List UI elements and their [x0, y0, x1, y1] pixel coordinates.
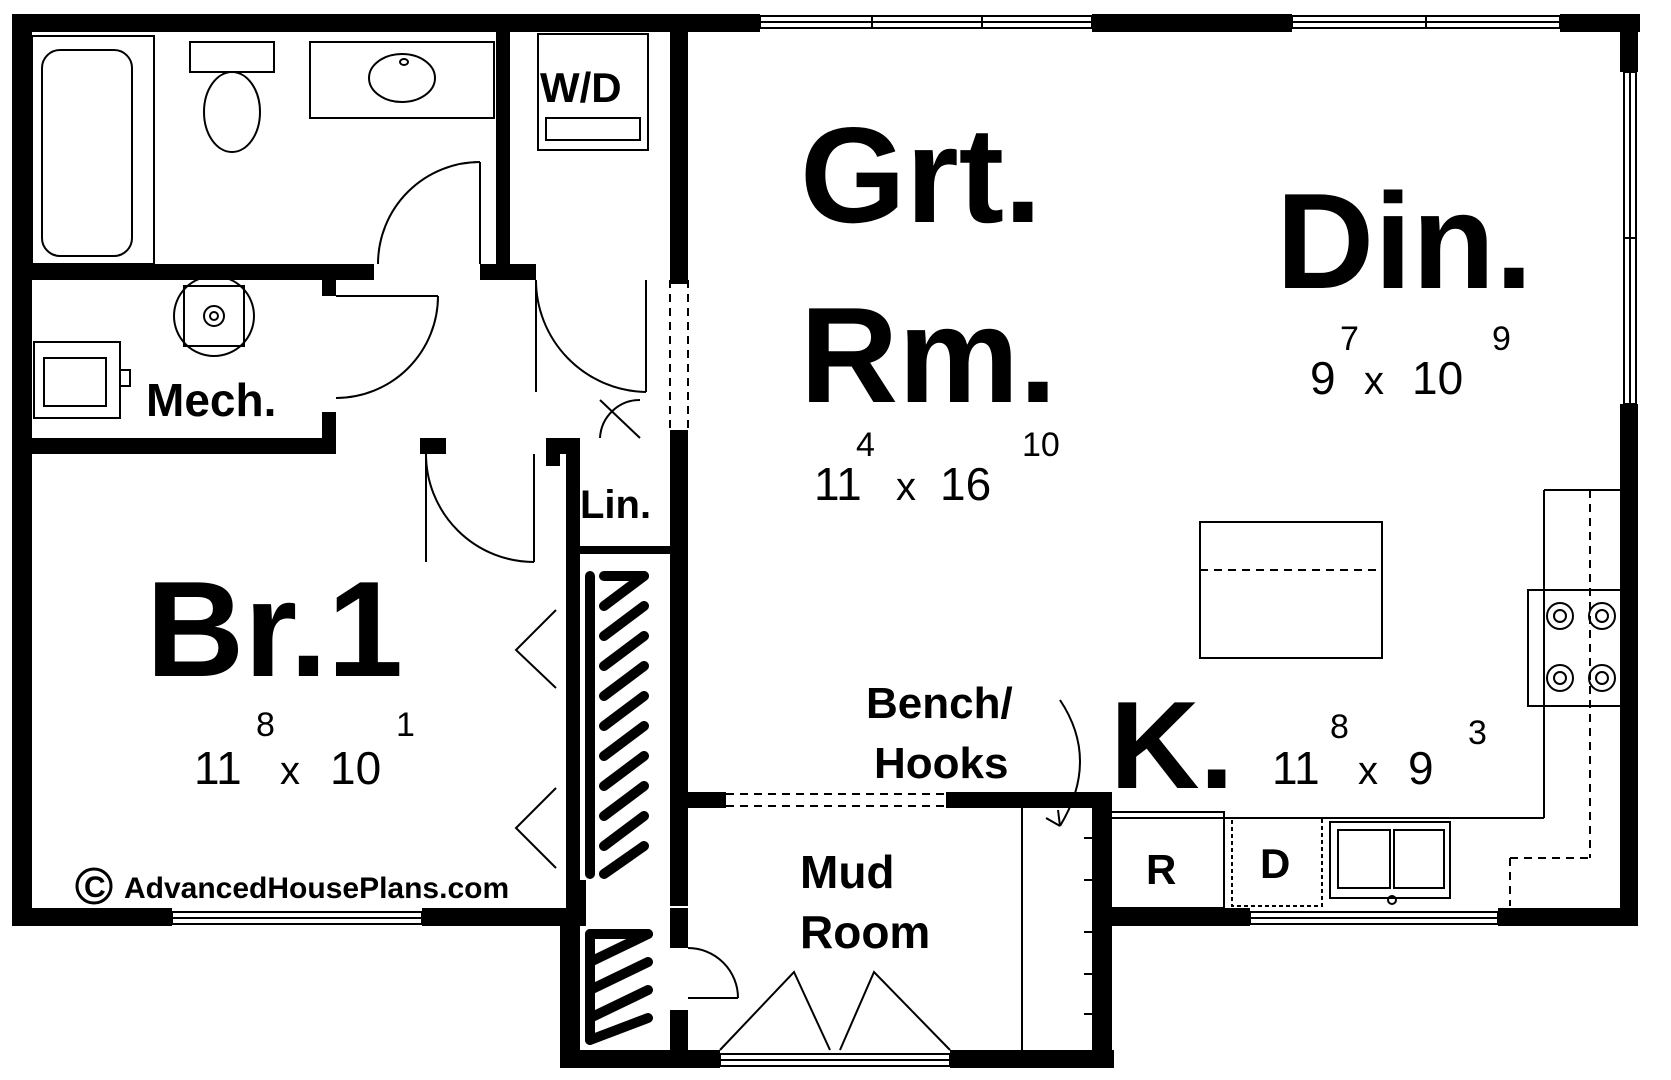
- mudroom-label-line2: Room: [800, 906, 930, 958]
- dining-length-ft: 10: [1412, 352, 1463, 404]
- copyright-symbol: C: [84, 871, 106, 904]
- bench-hooks-label-line1: Bench/: [866, 679, 1013, 728]
- bedroom-length-ft: 10: [330, 742, 381, 794]
- copyright-circle: [75, 867, 113, 905]
- mechanical-label: Mech.: [146, 374, 276, 426]
- great-room-sep: x: [896, 465, 916, 509]
- labels: Grt. Rm. 11 4 x 16 10 Din. 9 7 x 10 9 Br…: [146, 64, 1533, 958]
- mudroom-label-line1: Mud: [800, 846, 895, 898]
- great-room-width-in: 4: [856, 426, 875, 464]
- bedroom-width-in: 8: [256, 706, 275, 744]
- dishwasher-label: D: [1260, 840, 1290, 887]
- kitchen-length-in: 3: [1468, 714, 1487, 752]
- kitchen-sep: x: [1358, 749, 1378, 793]
- great-room-length-ft: 16: [940, 458, 991, 510]
- bedroom-width-ft: 11: [194, 742, 242, 794]
- dining-width-ft: 9: [1310, 352, 1336, 404]
- mechanical-equipment: [33, 275, 255, 419]
- dining-length-in: 9: [1492, 320, 1511, 358]
- windows: [171, 15, 1637, 1067]
- dining-sep: x: [1364, 359, 1384, 403]
- bedroom-length-in: 1: [396, 706, 415, 744]
- kitchen-width-ft: 11: [1272, 742, 1320, 794]
- bedroom-label: Br.1: [146, 553, 403, 705]
- door-swings: [335, 161, 1081, 1051]
- great-room-label-line2: Rm.: [800, 279, 1057, 431]
- kitchen-fixtures: [1021, 489, 1634, 1050]
- great-room-label-line1: Grt.: [800, 99, 1042, 251]
- dining-width-in: 7: [1340, 320, 1359, 358]
- dining-label: Din.: [1276, 165, 1533, 317]
- refrigerator-label: R: [1146, 846, 1176, 893]
- great-room-length-in: 10: [1022, 426, 1060, 464]
- linen-label: Lin.: [580, 483, 651, 527]
- exterior-walls: [12, 14, 1640, 1068]
- great-room-width-ft: 11: [814, 458, 862, 510]
- kitchen-label: K.: [1110, 677, 1234, 815]
- bathroom-fixtures: [31, 35, 495, 265]
- washer-dryer: [537, 33, 649, 151]
- bench-hooks-label-line2: Hooks: [874, 739, 1008, 788]
- bedroom-sep: x: [280, 749, 300, 793]
- closet-shelving: [585, 571, 653, 1045]
- copyright-text: AdvancedHousePlans.com: [124, 872, 509, 905]
- kitchen-width-in: 8: [1330, 708, 1349, 746]
- copyright: C AdvancedHousePlans.com: [75, 867, 509, 905]
- laundry-label: W/D: [540, 64, 622, 111]
- kitchen-length-ft: 9: [1408, 742, 1434, 794]
